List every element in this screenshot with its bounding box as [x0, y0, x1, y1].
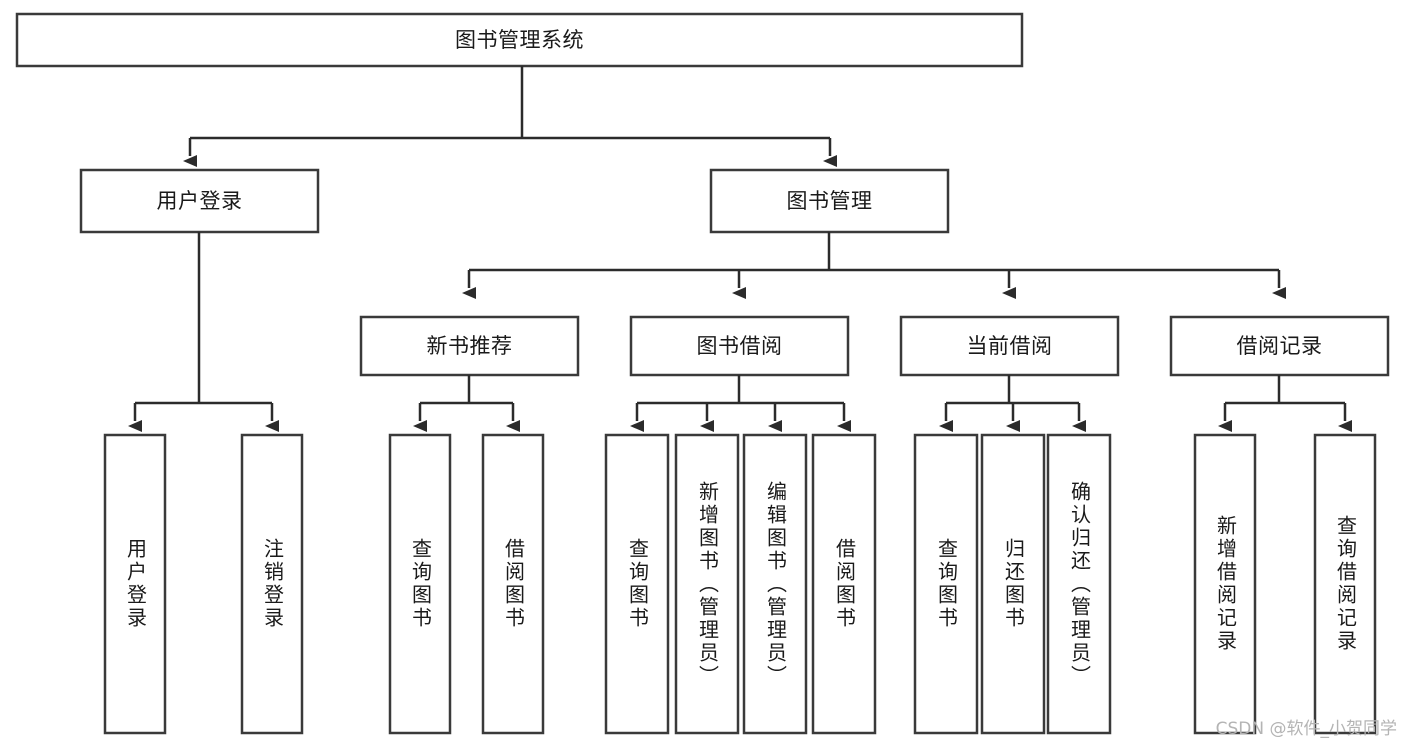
box-leaf-add-book-admin[interactable] — [674, 433, 740, 735]
box-leaf-query-book-3[interactable] — [913, 433, 979, 735]
box-user-login[interactable] — [79, 168, 320, 234]
box-borrow-record[interactable] — [1169, 315, 1390, 377]
connector-borrow-record-to-leaves — [1218, 375, 1352, 432]
connector-book-borrow-to-leaves — [630, 375, 851, 432]
box-leaf-return-book[interactable] — [980, 433, 1046, 735]
connector-root-to-level2 — [183, 66, 837, 167]
box-new-book-recommend[interactable] — [359, 315, 580, 377]
box-root[interactable] — [15, 12, 1024, 68]
box-leaf-query-borrow-record[interactable] — [1313, 433, 1377, 735]
connector-book-management-to-level3 — [462, 232, 1286, 299]
box-leaf-logout[interactable] — [240, 433, 304, 735]
connector-current-borrow-to-leaves — [939, 375, 1086, 432]
box-leaf-query-book-2[interactable] — [604, 433, 670, 735]
box-leaf-confirm-return-admin[interactable] — [1046, 433, 1112, 735]
box-leaf-query-book-1[interactable] — [388, 433, 452, 735]
box-current-borrow[interactable] — [899, 315, 1120, 377]
box-leaf-add-borrow-record[interactable] — [1193, 433, 1257, 735]
connector-user-login-to-leaves — [128, 232, 279, 432]
box-leaf-borrow-book-1[interactable] — [481, 433, 545, 735]
box-leaf-edit-book-admin[interactable] — [742, 433, 808, 735]
box-leaf-user-login[interactable] — [103, 433, 167, 735]
box-book-management[interactable] — [709, 168, 950, 234]
box-leaf-borrow-book-2[interactable] — [811, 433, 877, 735]
box-book-borrow[interactable] — [629, 315, 850, 377]
connector-new-book-to-leaves — [413, 375, 520, 432]
